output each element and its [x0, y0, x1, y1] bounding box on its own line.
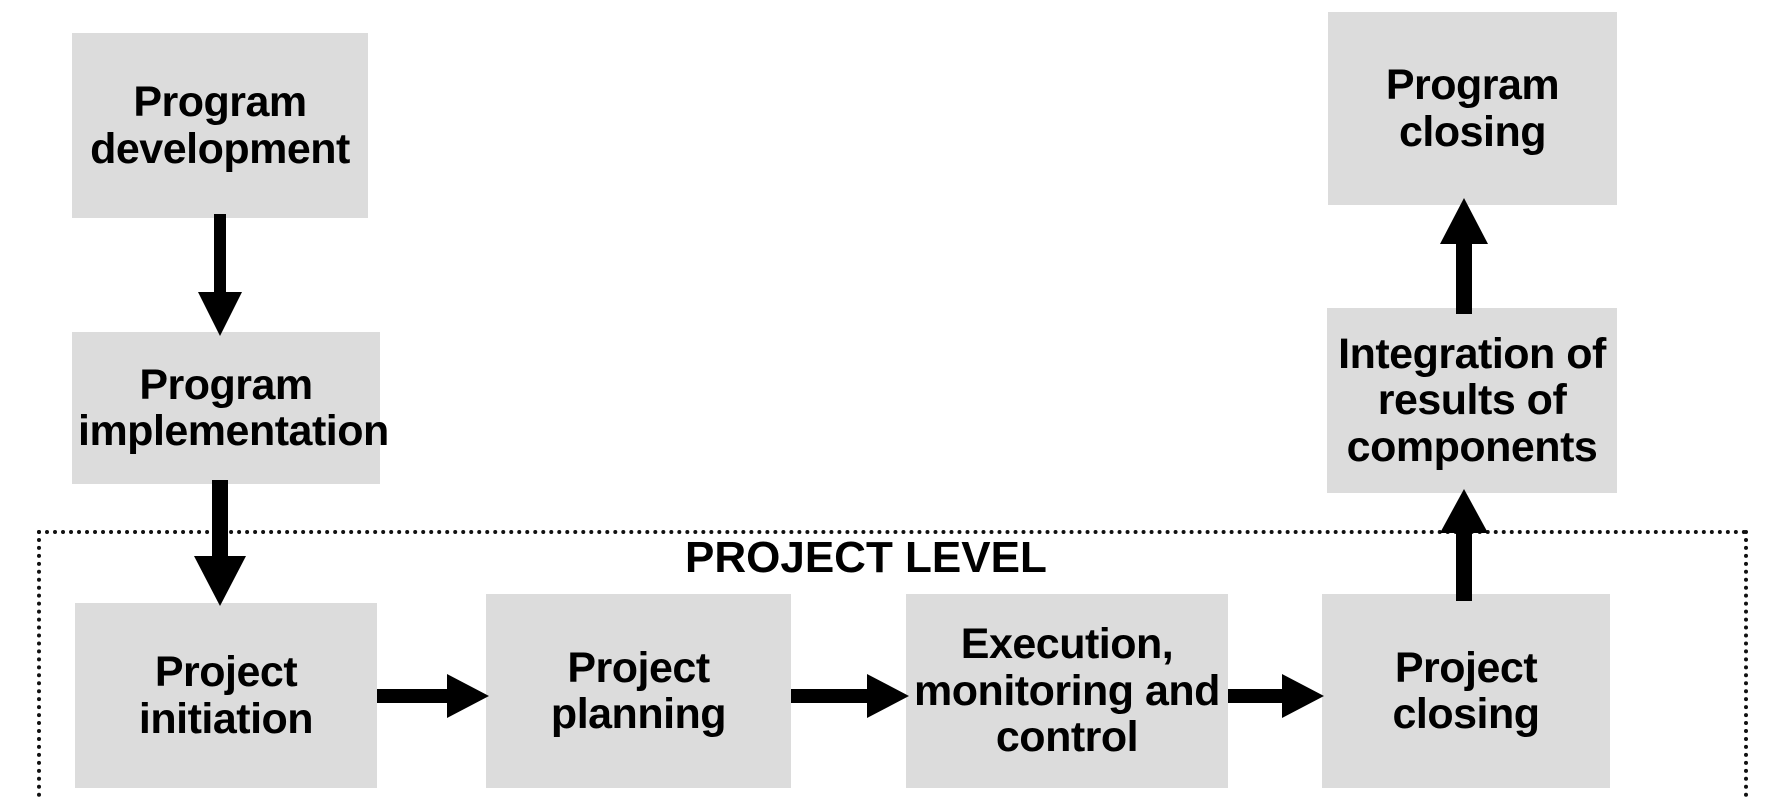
- arrow-implementation-to-initiation: [191, 480, 249, 608]
- arrow-planning-to-execution: [791, 670, 911, 722]
- arrow-closing-to-integration: [1438, 489, 1490, 601]
- arrow-integration-to-program-closing: [1438, 198, 1490, 314]
- arrow-development-to-implementation: [196, 214, 244, 338]
- arrow-initiation-to-planning: [377, 670, 491, 722]
- arrow-execution-to-closing: [1228, 670, 1326, 722]
- project-level-caption: PROJECT LEVEL: [685, 533, 1047, 582]
- project-level-zone: [37, 530, 1748, 797]
